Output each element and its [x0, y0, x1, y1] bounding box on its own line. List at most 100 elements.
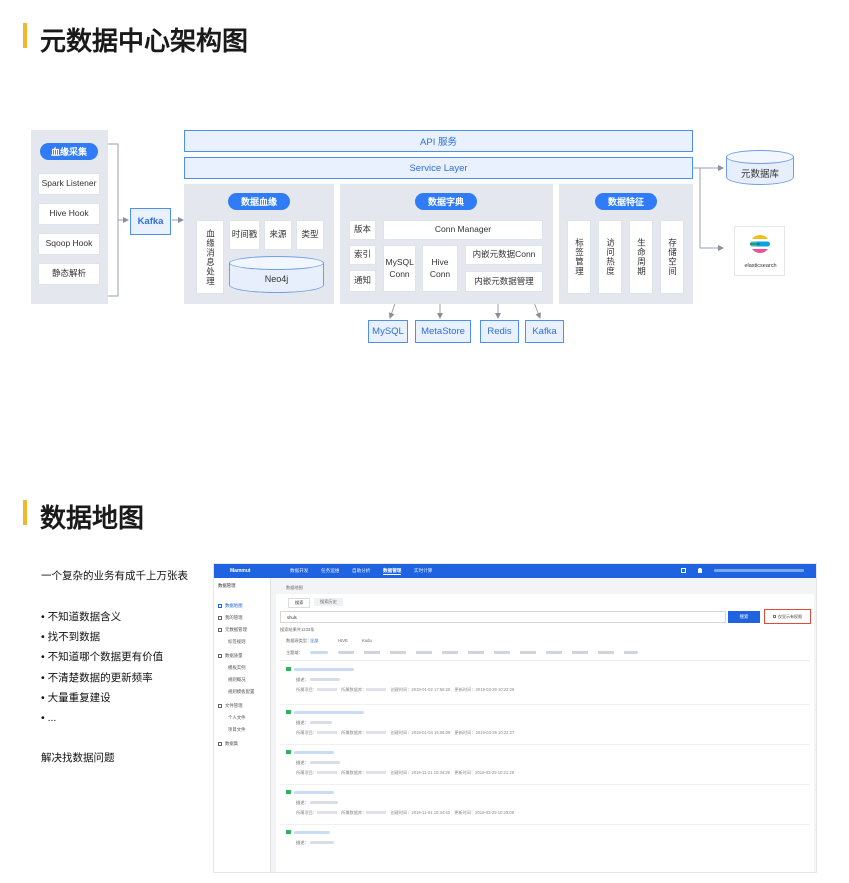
- bullet-list: • 不知道数据含义 • 找不到数据 • 不知道哪个数据更有价值 • 不清楚数据的…: [41, 607, 163, 728]
- table-icon: [286, 790, 291, 794]
- tab-search-history[interactable]: 搜索历史: [314, 598, 343, 606]
- table-icon: [286, 667, 291, 671]
- metadata-db-label: 元数据库: [740, 169, 779, 180]
- file-icon: [218, 704, 222, 708]
- dataset-icon: [218, 742, 222, 746]
- backend-kafka: Kafka: [525, 320, 564, 343]
- domain-filter-options[interactable]: [338, 651, 638, 654]
- search-button[interactable]: 搜索: [728, 611, 760, 623]
- result-desc: [310, 721, 332, 724]
- lineage-process-box: 血缘消息处理: [196, 220, 224, 294]
- data-map-conclusion: 解决找数据问题: [41, 752, 115, 764]
- permission-filter-checkbox[interactable]: 仅显示有权限: [764, 609, 811, 624]
- result-meta: 所属项目： 所属数据库： 创建时间：2018-11-04 10:34:43 更新…: [296, 810, 515, 815]
- sidebar-item-rule-overview[interactable]: 规则概况: [228, 677, 246, 682]
- conn-manager-box: Conn Manager: [383, 220, 543, 240]
- app-main: 搜索 搜索历史 shuls 搜索 仅显示有权限 搜索结果共1233条 数据源类型…: [276, 594, 814, 872]
- data-lineage-title: 数据血缘: [228, 193, 290, 210]
- result-meta: 所属项目： 所属数据库： 创建时间：2019-01-02 17:56:20 更新…: [296, 687, 515, 692]
- app-top-bar: Mammut 数据开发 任务运维 自助分析 数据管理 实时计算: [214, 564, 816, 578]
- result-item[interactable]: 描述： 所属项目： 所属数据库： 创建时间：2019-01-04 15:06:0…: [280, 704, 810, 744]
- api-service-bar: API 服务: [184, 130, 693, 152]
- bullet-item: • ...: [41, 712, 57, 725]
- version-box: 版本: [349, 220, 376, 240]
- filter-label-datasource: 数据源类型：: [286, 638, 312, 643]
- notify-box: 通知: [349, 270, 376, 292]
- bullet-item: • 不知道数据含义: [41, 611, 122, 623]
- type-box: 类型: [296, 220, 324, 250]
- folder-icon: [218, 616, 222, 620]
- feature-tag-management: 标签管理: [567, 220, 591, 294]
- sidebar-item-rule-template[interactable]: 规则模板配置: [228, 689, 255, 694]
- service-layer-bar: Service Layer: [184, 157, 693, 179]
- result-item[interactable]: 描述： 所属项目： 所属数据库： 创建时间：2018-11-04 10:34:4…: [280, 784, 810, 824]
- sidebar-item-file-mgmt[interactable]: 文件管理: [218, 703, 243, 709]
- result-title[interactable]: [294, 711, 364, 714]
- bullet-item: • 不知道哪个数据更有价值: [41, 651, 164, 664]
- result-item[interactable]: 描述： 所属项目： 所属数据库： 创建时间：2019-01-02 17:56:2…: [280, 664, 810, 704]
- feature-storage-space: 存储空间: [660, 220, 684, 294]
- user-menu[interactable]: [714, 569, 804, 572]
- sidebar-item-personal-files[interactable]: 个人文件: [228, 715, 246, 720]
- divider: [280, 660, 810, 661]
- feature-lifecycle: 生命周期: [629, 220, 653, 294]
- filter-option-kudu[interactable]: Kudu: [362, 638, 372, 643]
- bell-icon[interactable]: [698, 568, 702, 573]
- brand-logo[interactable]: Mammut: [230, 568, 251, 574]
- sidebar-item-tag-rules[interactable]: 标签规则: [228, 639, 246, 644]
- result-desc: [310, 761, 340, 764]
- domain-filter-options[interactable]: [310, 651, 328, 654]
- sidebar-item-quality[interactable]: 数据质量: [218, 653, 243, 659]
- elasticsearch-label: elasticsearch: [744, 263, 777, 269]
- grid-icon[interactable]: [681, 568, 686, 573]
- metadata-db-cylinder-top: [726, 150, 794, 164]
- filter-option-hive[interactable]: HIVE: [338, 638, 348, 643]
- result-meta: 所属项目： 所属数据库： 创建时间：2019-01-04 15:06:09 更新…: [296, 730, 515, 735]
- mysql-conn-box: MySQL Conn: [383, 245, 416, 292]
- search-input[interactable]: shuls: [280, 611, 726, 623]
- sidebar-item-project-files[interactable]: 项目文件: [228, 727, 246, 732]
- index-box: 索引: [349, 245, 376, 265]
- result-title[interactable]: [294, 791, 334, 794]
- data-map-intro: 一个复杂的业务有成千上万张表: [41, 570, 188, 582]
- result-list: 描述： 所属项目： 所属数据库： 创建时间：2019-01-02 17:56:2…: [280, 664, 810, 872]
- neo4j-cylinder-top: [229, 256, 324, 270]
- timestamp-box: 时间戳: [229, 220, 260, 250]
- nav-item-ops[interactable]: 任务运维: [321, 568, 340, 573]
- nav-item-analysis[interactable]: 自助分析: [352, 568, 371, 573]
- lineage-collection-title: 血缘采集: [40, 143, 98, 160]
- spark-listener-box: Spark Listener: [38, 173, 100, 195]
- sidebar-item-dataset[interactable]: 数据集: [218, 741, 238, 747]
- static-parse-box: 静态解析: [38, 263, 100, 285]
- bullet-item: • 找不到数据: [41, 631, 101, 644]
- sidebar-item-metadata[interactable]: 元数据管理: [218, 627, 247, 633]
- hive-hook-box: Hive Hook: [38, 203, 100, 225]
- nav-item-realtime[interactable]: 实时计算: [414, 568, 433, 573]
- table-icon: [286, 750, 291, 754]
- hive-conn-box: Hive Conn: [422, 245, 458, 292]
- checkbox-icon: [773, 615, 776, 618]
- result-title[interactable]: [294, 668, 354, 671]
- nav-item-dev[interactable]: 数据开发: [290, 568, 309, 573]
- sidebar-item-my-mgmt[interactable]: 我的管理: [218, 615, 243, 621]
- tab-search[interactable]: 搜索: [288, 598, 311, 608]
- data-map-screenshot: Mammut 数据开发 任务运维 自助分析 数据管理 实时计算 数据管理 数据地…: [213, 563, 817, 873]
- kafka-box: Kafka: [130, 208, 171, 235]
- search-input-value: shuls: [287, 615, 297, 620]
- architecture-title: 元数据中心架构图: [40, 26, 249, 56]
- neo4j-label: Neo4j: [264, 274, 289, 284]
- result-title[interactable]: [294, 831, 330, 834]
- filter-option-all[interactable]: 全部: [310, 638, 319, 643]
- result-desc: [310, 801, 338, 804]
- nav-item-data-mgmt[interactable]: 数据管理: [383, 568, 402, 575]
- sidebar-item-data-map[interactable]: 数据地图: [218, 603, 243, 609]
- data-features-title: 数据特征: [595, 193, 657, 210]
- sidebar-item-template-instance[interactable]: 模板实例: [228, 665, 246, 670]
- result-item[interactable]: 描述： 所属项目： 所属数据库： 创建时间：2018-11-21 10:34:2…: [280, 744, 810, 784]
- result-item[interactable]: 描述：: [280, 824, 810, 864]
- chart-icon: [218, 654, 222, 658]
- result-title[interactable]: [294, 751, 334, 754]
- sidebar-header: 数据管理: [218, 583, 236, 588]
- elasticsearch-logo: elasticsearch: [734, 226, 785, 276]
- section-accent-bar-2: [23, 500, 27, 525]
